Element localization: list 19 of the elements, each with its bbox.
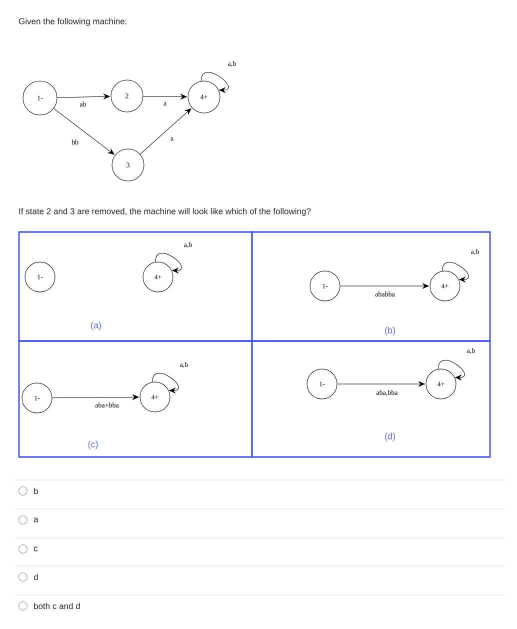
question-text: If state 2 and 3 are removed, the machine will look like which of the following? <box>19 208 311 216</box>
radio-option: b <box>18 486 38 496</box>
arrow <box>52 394 139 400</box>
arrow <box>53 108 114 155</box>
arrow <box>438 360 465 380</box>
arrow <box>340 283 429 289</box>
arrow <box>140 108 192 154</box>
radio-option: a <box>18 516 38 524</box>
title: Given the following machine: <box>18 18 126 26</box>
arrow <box>143 94 187 100</box>
radio-option: c <box>18 544 38 554</box>
radio-option: both c and d <box>18 602 80 610</box>
arrow <box>57 94 110 100</box>
arrow <box>442 262 469 282</box>
arrow <box>155 252 182 274</box>
radio-option: d <box>18 572 38 582</box>
arrow <box>200 72 229 93</box>
arrow <box>152 372 179 394</box>
arrow <box>337 381 425 387</box>
